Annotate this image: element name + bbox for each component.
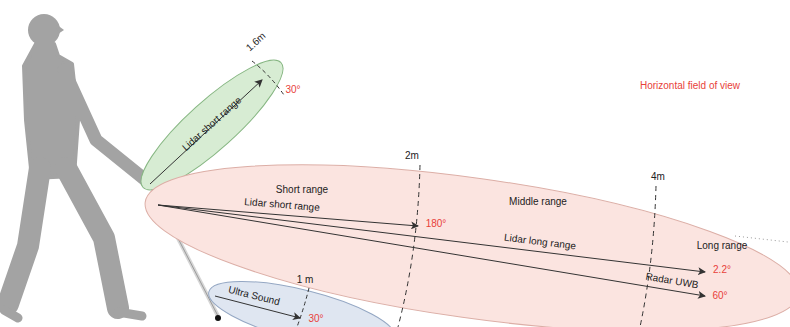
dimension-label: 2m	[405, 150, 419, 162]
cane-tip	[215, 315, 221, 321]
figure-note: Horizontal field of view	[640, 80, 740, 92]
dimension-label: 4m	[651, 171, 665, 183]
dimension-label: 2.2°	[713, 264, 731, 276]
range-label: Middle range	[509, 196, 567, 208]
walking-person	[4, 14, 148, 318]
dimension-label: 1.6m	[244, 30, 269, 54]
range-label: Long range	[697, 240, 748, 252]
dimension-label: 30°	[308, 313, 323, 325]
dimension-label: 1 m	[297, 274, 314, 286]
dimension-label: 30°	[285, 84, 300, 96]
dimension-label: 180°	[426, 218, 447, 230]
dimension-label: 60°	[712, 290, 727, 302]
range-label: Short range	[276, 184, 328, 196]
